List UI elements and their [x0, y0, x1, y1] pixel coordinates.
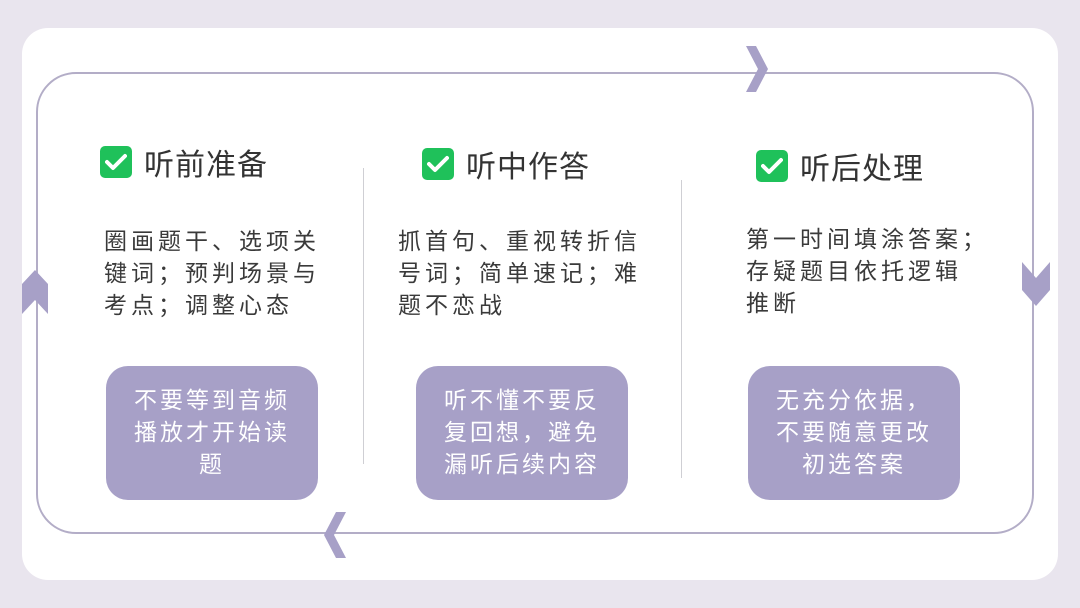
step-3-description: 第一时间填涂答案； 存疑题目依托逻辑 推断	[746, 227, 989, 317]
step-3-tip: 无充分依据， 不要随意更改 初选答案	[748, 366, 960, 500]
step-3-title: 听后处理	[800, 152, 924, 187]
step-1-title: 听前准备	[144, 148, 268, 183]
step-1-description: 圈画题干、选项关 键词；预判场景与 考点；调整心态	[104, 229, 320, 319]
arrow-left-icon	[324, 512, 346, 558]
step-2-title: 听中作答	[466, 150, 590, 185]
check-icon	[756, 150, 788, 182]
arrow-down-icon	[1022, 262, 1050, 306]
column-divider	[681, 180, 682, 478]
check-icon	[100, 146, 132, 178]
column-divider	[363, 168, 364, 464]
check-icon	[422, 148, 454, 180]
step-2-header: 听中作答	[422, 142, 590, 186]
step-3-header: 听后处理	[756, 144, 924, 188]
step-2-tip: 听不懂不要反 复回想，避免 漏听后续内容	[416, 366, 628, 500]
step-1-tip: 不要等到音频 播放才开始读 题	[106, 366, 318, 500]
step-1-header: 听前准备	[100, 140, 268, 184]
arrow-right-icon	[746, 46, 768, 92]
step-2-description: 抓首句、重视转折信 号词；简单速记；难 题不恋战	[398, 229, 641, 319]
arrow-up-icon	[22, 270, 48, 314]
cycle-loop-line	[36, 72, 1034, 534]
